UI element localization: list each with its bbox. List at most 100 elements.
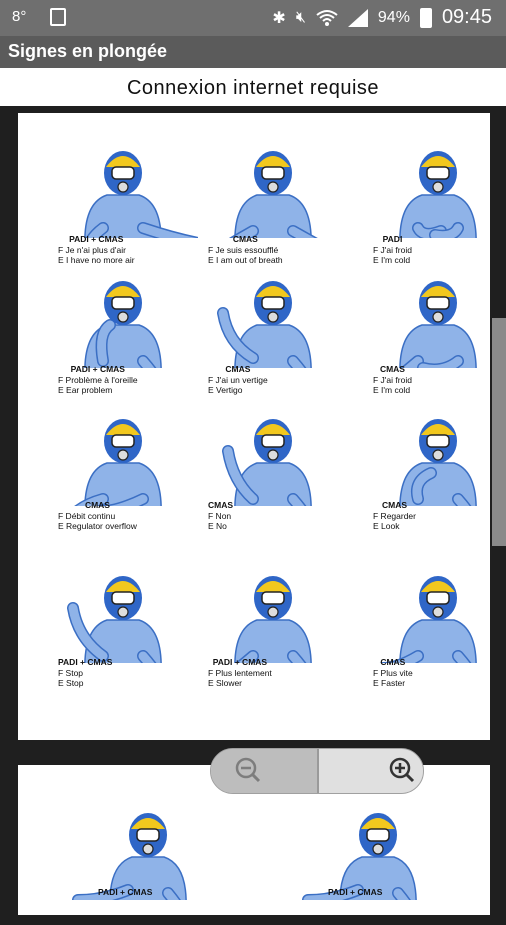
sign-english: E I'm cold: [373, 385, 411, 395]
diver-figure: [217, 281, 312, 368]
diver-figure: [399, 281, 477, 368]
diving-sign-illustration: [363, 273, 506, 393]
diver-figure: [84, 281, 162, 368]
zoom-controls: [210, 748, 424, 794]
diving-sign-illustration: [48, 273, 198, 393]
sign-organization: PADI: [382, 234, 403, 244]
sign-french: F Non: [208, 510, 232, 521]
sign-organization: PADI + CMAS: [98, 887, 153, 897]
sign-english: E Look: [373, 521, 400, 531]
sign-english: E Regulator overflow: [58, 521, 137, 531]
diving-sign-illustration: [363, 411, 506, 531]
sign-french: F Plus lentement: [208, 667, 272, 678]
diving-sign-illustration: [363, 568, 506, 688]
sign-organization: CMAS: [84, 500, 110, 510]
clock: 09:45: [441, 6, 492, 28]
diver-figure: [72, 813, 187, 900]
sign-organization: PADI + CMAS: [69, 234, 124, 244]
sign-english: E Stop: [58, 678, 84, 688]
scrollbar-thumb[interactable]: [492, 318, 506, 546]
diver-figure: [67, 576, 162, 663]
zoom-out-icon: [235, 757, 261, 783]
diver-figure: [379, 576, 477, 663]
sign-english: E I am out of breath: [208, 255, 283, 265]
sign-french: F J'ai froid: [373, 244, 412, 255]
sign-english: E No: [208, 521, 227, 531]
sign-french: F Problème à l'oreille: [58, 374, 138, 385]
sign-french: F Stop: [58, 667, 84, 678]
temperature-text: 8°: [12, 8, 27, 25]
diver-figure: [302, 813, 417, 900]
diver-figure: [228, 151, 318, 238]
sign-caption: PADI + CMAS: [328, 887, 382, 898]
sign-organization: CMAS: [225, 364, 251, 374]
sign-organization: CMAS: [380, 657, 406, 667]
sign-organization: PADI + CMAS: [70, 364, 125, 374]
sign-english: E Faster: [373, 678, 406, 688]
diving-sign-illustration: [198, 273, 348, 393]
sign-french: F Regarder: [373, 510, 416, 521]
sign-french: F Je n'ai plus d'air: [58, 244, 126, 255]
battery-icon: [419, 7, 432, 28]
sign-organization: CMAS: [379, 364, 405, 374]
diving-sign-illustration: [198, 411, 348, 531]
zoom-in-button[interactable]: [319, 749, 423, 793]
app-title: Signes en plongée: [8, 41, 168, 61]
diver-figure: [399, 419, 477, 506]
connection-notice: Connexion internet requise: [0, 68, 506, 106]
sign-french: F J'ai froid: [373, 374, 412, 385]
sign-french: F Plus vite: [373, 667, 413, 678]
diving-sign-illustration: [58, 805, 208, 925]
sign-english: E I have no more air: [58, 255, 135, 265]
connection-notice-text: Connexion internet requise: [126, 77, 380, 99]
diver-figure: [222, 419, 312, 506]
diver-figure: [399, 151, 477, 238]
diving-sign-illustration: [48, 411, 198, 531]
mute-icon: 🔇︎: [295, 8, 306, 26]
zoom-divider: [317, 749, 319, 793]
sign-organization: CMAS: [232, 234, 258, 244]
sign-french: F Débit continu: [58, 510, 116, 521]
diving-sign-illustration: [48, 143, 198, 263]
sign-french: F J'ai un vertige: [208, 374, 268, 385]
sign-organization: PADI + CMAS: [328, 887, 383, 897]
sign-english: E I'm cold: [373, 255, 411, 265]
sign-organization: CMAS: [208, 500, 234, 510]
sign-french: F Je suis essoufflé: [208, 244, 279, 255]
diver-figure: [84, 151, 198, 238]
diver-figure: [74, 419, 162, 506]
notification-icon: [50, 8, 66, 26]
sign-organization: CMAS: [381, 500, 408, 510]
diving-sign-illustration: [288, 805, 438, 925]
diving-sign-illustration: [48, 568, 198, 688]
bluetooth-icon: ✱: [272, 9, 286, 27]
signal-icon: [347, 8, 368, 27]
diver-figure: [234, 576, 312, 663]
sign-english: E Vertigo: [208, 385, 243, 395]
wifi-icon: [316, 9, 338, 26]
sign-organization: PADI + CMAS: [212, 657, 268, 667]
app-title-bar: Signes en plongée: [0, 36, 506, 68]
sign-english: E Slower: [208, 678, 243, 688]
status-bar: 8° ✱ 🔇︎ 94% 09:45: [0, 0, 506, 36]
zoom-in-icon: [389, 757, 415, 783]
sign-organization: PADI + CMAS: [58, 657, 113, 667]
battery-percent: 94%: [377, 8, 410, 26]
diving-sign-illustration: [198, 568, 348, 688]
zoom-out-button[interactable]: [211, 749, 317, 793]
diving-sign-illustration: [198, 143, 348, 263]
sign-english: E Ear problem: [58, 385, 113, 395]
